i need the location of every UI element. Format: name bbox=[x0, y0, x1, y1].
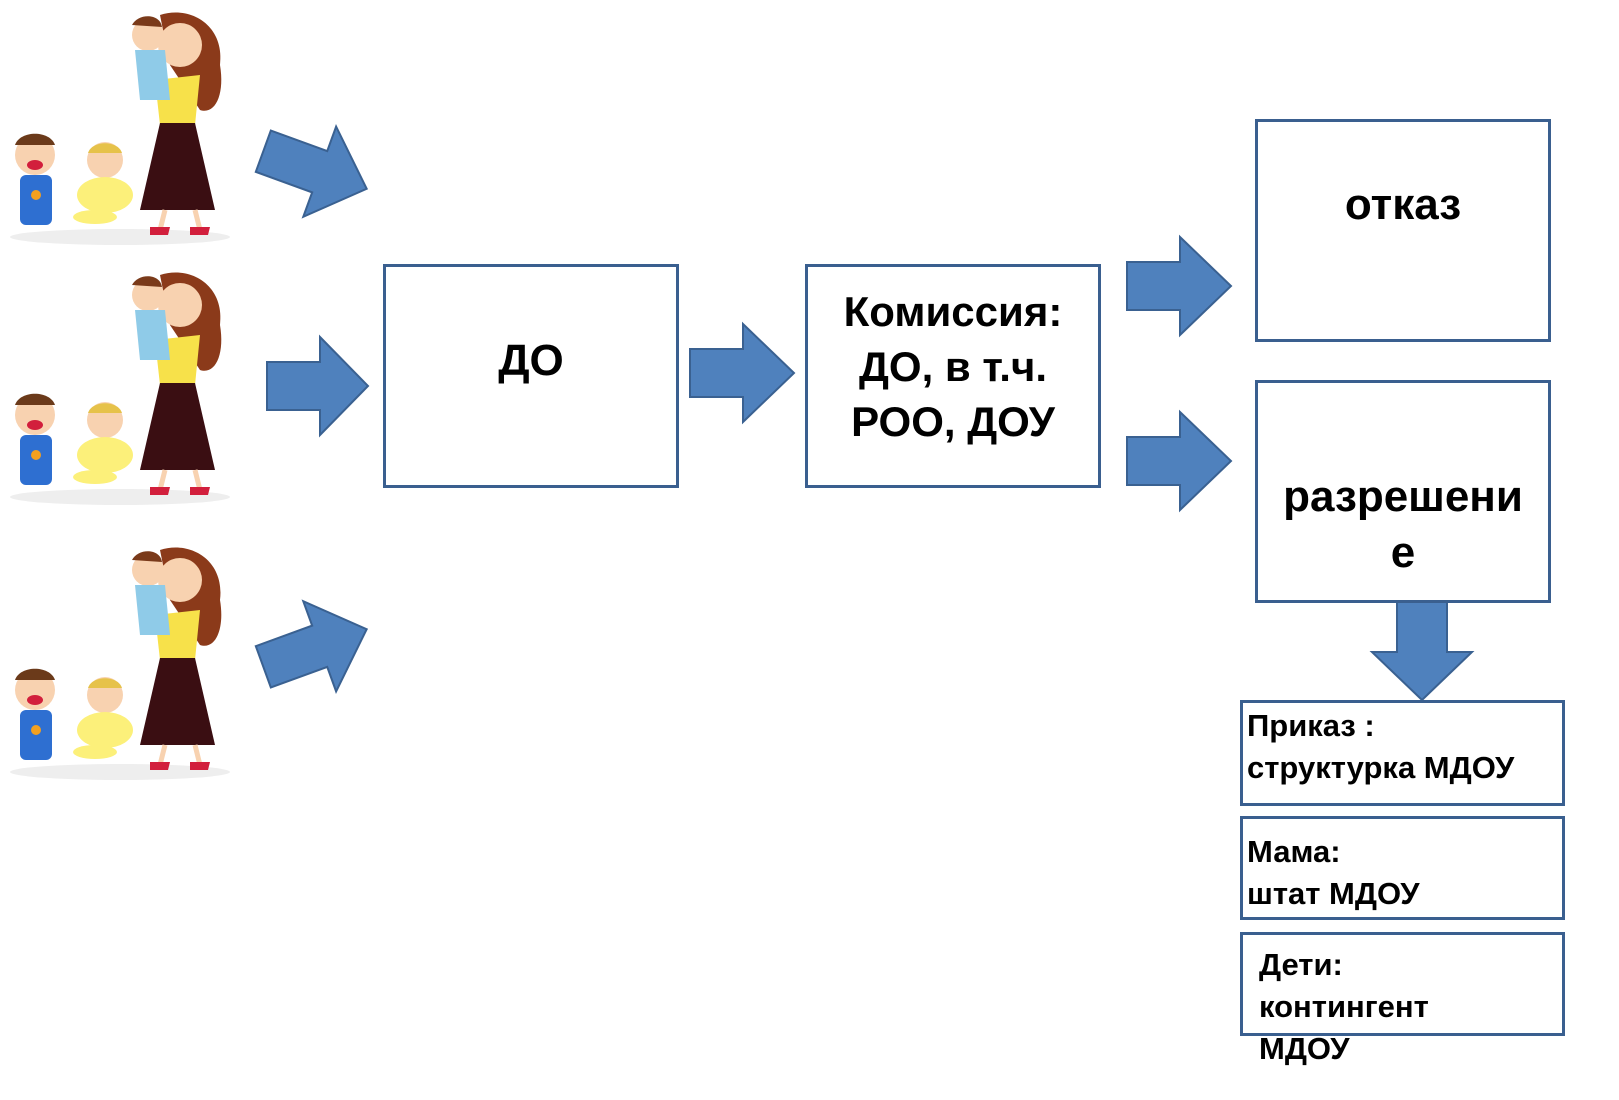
mother-label: Мама: штат МДОУ bbox=[1247, 831, 1420, 915]
mother-with-children-icon bbox=[10, 547, 230, 780]
children-line-3: МДОУ bbox=[1259, 1031, 1350, 1066]
permission-line-2: е bbox=[1390, 528, 1416, 577]
commission-line-3: РОО, ДОУ bbox=[851, 397, 1055, 445]
permission-box: разрешени е bbox=[1255, 380, 1551, 603]
children-label: Дети: контингент МДОУ bbox=[1259, 944, 1429, 1070]
commission-box: Комиссия: ДО, в т.ч. РОО, ДОУ bbox=[805, 264, 1101, 488]
mother-with-children-icon bbox=[10, 12, 230, 245]
family-illustration-2 bbox=[10, 272, 230, 505]
refusal-box: отказ bbox=[1255, 119, 1551, 342]
do-label: ДО bbox=[498, 336, 564, 385]
children-line-2: контингент bbox=[1259, 989, 1429, 1024]
do-box: ДО bbox=[383, 264, 679, 488]
commission-line-2: ДО, в т.ч. bbox=[858, 342, 1047, 390]
permission-label: разрешени е bbox=[1258, 469, 1548, 581]
arrow-right-to-permission bbox=[1126, 409, 1233, 513]
arrow-diagonal-1 bbox=[254, 124, 369, 219]
children-box bbox=[1240, 932, 1565, 1036]
family-illustration-3 bbox=[10, 547, 230, 780]
order-label: Приказ : структурка МДОУ bbox=[1247, 705, 1514, 789]
commission-label: Комиссия: ДО, в т.ч. РОО, ДОУ bbox=[844, 284, 1063, 449]
arrow-right-to-refusal bbox=[1126, 234, 1233, 338]
mother-line-1: Мама: bbox=[1247, 834, 1341, 869]
arrow-diagonal-3 bbox=[254, 599, 369, 694]
order-line-1: Приказ : bbox=[1247, 708, 1375, 743]
mother-box: Мама: штат МДОУ bbox=[1240, 816, 1565, 920]
arrow-right-family-2 bbox=[266, 334, 370, 438]
order-box: Приказ : структурка МДОУ bbox=[1240, 700, 1565, 806]
order-line-2: структурка МДОУ bbox=[1247, 750, 1515, 785]
mother-with-children-icon bbox=[10, 272, 230, 505]
mother-line-2: штат МДОУ bbox=[1247, 876, 1420, 911]
commission-line-1: Комиссия: bbox=[843, 287, 1063, 335]
family-illustration-1 bbox=[10, 12, 230, 245]
arrow-right-do-to-commission bbox=[689, 321, 796, 425]
permission-line-1: разрешени bbox=[1283, 472, 1523, 521]
children-line-1: Дети: bbox=[1259, 947, 1343, 982]
refusal-label: отказ bbox=[1344, 180, 1462, 229]
arrow-down-to-order bbox=[1369, 601, 1475, 702]
